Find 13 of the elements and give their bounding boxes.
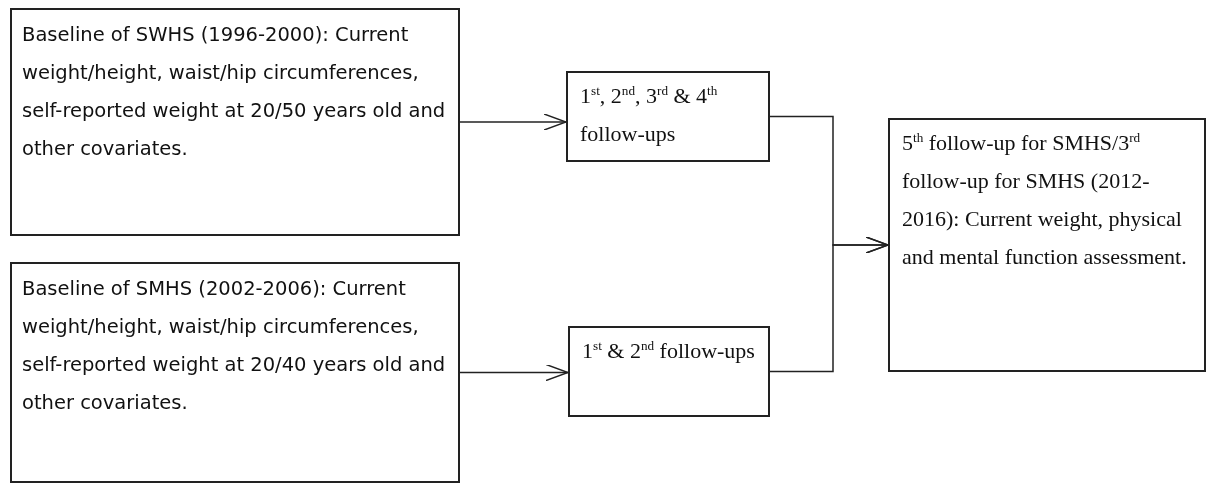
box-text: 5$^{th}$ follow-up for SMHS/3$^{rd}$ follow-up for SMHS (2012-2016): Current weight, physical and mental function assessment. xyxy=(902,128,1188,271)
process-box xyxy=(10,262,460,483)
arrow xyxy=(459,363,569,382)
arrow xyxy=(769,236,889,373)
box-text: Baseline of SMHS (2002-2006): Current weight/height, waist/hip circumferences, self-reported weight at 20/40 years old and other covariates. xyxy=(22,276,447,416)
box-text: 1$^{st}$, 2$^{nd}$, 3$^{rd}$ & 4$^{th}$ follow-ups xyxy=(580,81,719,148)
process-box xyxy=(566,71,770,162)
process-box xyxy=(10,8,460,236)
box-text: Baseline of SWHS (1996-2000): Current weight/height, waist/hip circumferences, self-reported weight at 20/50 years old and other covariates. xyxy=(22,22,447,162)
process-box xyxy=(568,326,770,417)
process-box xyxy=(888,118,1206,372)
box-text: 1$^{st}$ & 2$^{nd}$ follow-ups xyxy=(582,336,756,365)
arrow xyxy=(459,113,567,131)
